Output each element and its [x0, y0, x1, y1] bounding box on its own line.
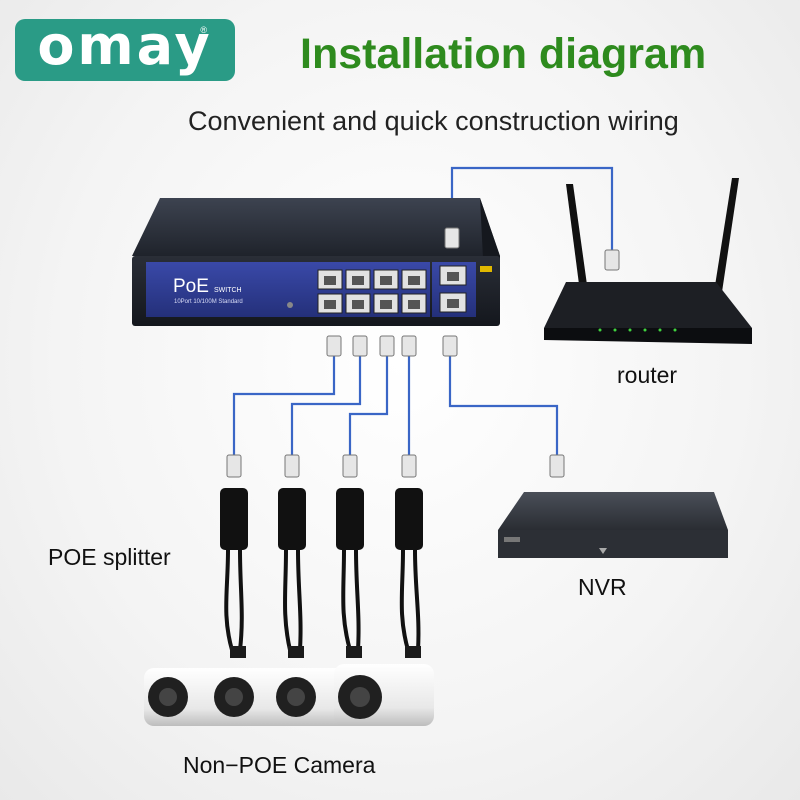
poe-splitter-label: POE splitter	[48, 544, 171, 570]
camera-4	[334, 664, 434, 726]
page-title: Installation diagram	[300, 30, 707, 78]
switch-status-led	[480, 266, 492, 272]
registered-mark: ®	[200, 25, 207, 35]
cameras	[144, 664, 434, 726]
poe-switch: PoE SWITCH 10Port 10/100M Standard	[132, 198, 500, 326]
switch-product-name: PoE	[173, 276, 209, 297]
nvr-label: NVR	[578, 574, 627, 600]
switch-label-panel	[146, 262, 296, 317]
cable-switch-nvr	[448, 355, 559, 455]
camera-label: Non−POE Camera	[183, 752, 376, 778]
page-subtitle: Convenient and quick construction wiring	[188, 106, 679, 136]
brand-logo: omay ®	[15, 19, 235, 81]
switch-port-holes	[324, 276, 420, 309]
switch-product-type: SWITCH	[214, 287, 242, 294]
rj45-connectors	[226, 227, 620, 478]
switch-product-spec: 10Port 10/100M Standard	[174, 299, 243, 305]
cable-switch-splitter-2	[290, 355, 362, 455]
poe-splitters	[220, 488, 423, 550]
cable-switch-splitter-1	[232, 355, 336, 455]
cable-switch-splitter-3	[348, 355, 389, 455]
logo-text: omay	[37, 14, 213, 77]
router-label: router	[617, 362, 678, 388]
nvr	[498, 492, 728, 558]
splitter-cables	[224, 549, 421, 651]
router	[544, 178, 752, 344]
